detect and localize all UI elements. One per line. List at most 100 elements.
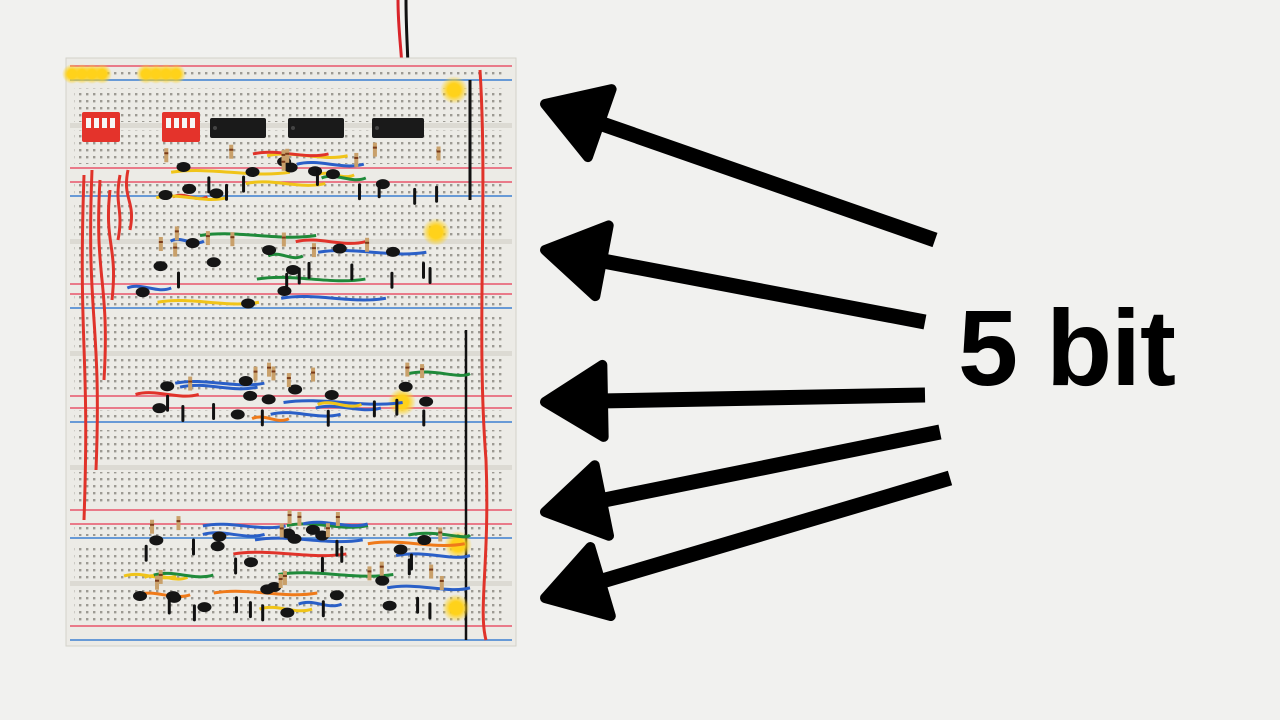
- jumper-wire: [317, 401, 363, 408]
- resistor: [297, 511, 302, 526]
- resistor: [158, 569, 163, 584]
- resistor: [176, 516, 181, 531]
- resistor-band: [311, 247, 316, 250]
- ic-chip: [210, 118, 266, 138]
- transistor: [158, 190, 173, 201]
- resistor-band: [405, 366, 410, 369]
- resistor-band: [311, 371, 316, 374]
- resistor-band: [379, 565, 384, 568]
- resistor-band: [278, 578, 283, 581]
- transistor: [149, 535, 164, 546]
- switch-lever: [86, 118, 91, 128]
- switch-lever: [190, 118, 195, 128]
- resistor-band: [286, 377, 291, 380]
- jumper-wire: [251, 415, 290, 422]
- transistor: [305, 524, 320, 535]
- resistor: [429, 564, 434, 579]
- transistor: [185, 238, 200, 249]
- terminal-holes: [74, 430, 504, 464]
- resistor: [164, 148, 169, 163]
- wire-red: [80, 174, 88, 521]
- led: [97, 69, 107, 79]
- resistor-band: [438, 531, 443, 534]
- arrow-head: [540, 460, 614, 541]
- switch-lever: [166, 118, 171, 128]
- rail-holes: [74, 410, 504, 420]
- terminal-holes: [74, 472, 504, 506]
- components: [62, 64, 489, 641]
- transistor: [280, 607, 295, 618]
- jumper-wire: [233, 550, 347, 558]
- resistor: [173, 242, 178, 257]
- arrow-head: [540, 542, 616, 622]
- led: [450, 602, 462, 614]
- wire-red: [478, 69, 489, 641]
- resistor: [286, 373, 291, 388]
- arrow-shaft: [588, 424, 942, 511]
- arrow-shaft: [586, 112, 938, 248]
- resistor: [188, 376, 193, 391]
- chip-notch: [291, 126, 295, 130]
- resistor-band: [281, 160, 286, 163]
- jumper-wire: [295, 238, 366, 245]
- resistor: [267, 362, 272, 377]
- arrow-shaft: [589, 251, 927, 330]
- terminal-holes: [74, 246, 504, 280]
- resistor-band: [325, 527, 330, 530]
- resistor: [372, 142, 377, 157]
- resistor-band: [436, 150, 441, 153]
- transistor: [262, 245, 277, 256]
- ic-chip: [288, 118, 344, 138]
- jumper-wire: [302, 520, 369, 528]
- transistor: [419, 396, 434, 407]
- resistor: [279, 523, 284, 538]
- arrow-head: [540, 359, 609, 442]
- resistor-band: [372, 146, 377, 149]
- transistor: [308, 166, 323, 177]
- transistor: [375, 575, 390, 586]
- resistor-band: [297, 515, 302, 518]
- resistor-band: [176, 520, 181, 523]
- terminal-holes: [74, 88, 504, 122]
- resistor: [253, 366, 258, 381]
- center-channel: [70, 581, 512, 586]
- jumper-wire: [317, 249, 427, 256]
- arrows: [540, 84, 953, 622]
- resistor: [287, 510, 292, 525]
- resistor: [271, 366, 276, 381]
- resistor-band: [205, 235, 210, 238]
- jumper-wire: [267, 252, 304, 260]
- transistor: [287, 533, 302, 544]
- transistor: [212, 531, 227, 542]
- jumper-wire: [202, 531, 265, 538]
- wire-red: [125, 169, 133, 231]
- transistor: [241, 298, 256, 309]
- resistor-band: [429, 568, 434, 571]
- led: [171, 69, 181, 79]
- resistor: [158, 237, 163, 252]
- resistor-band: [229, 148, 234, 151]
- resistor: [155, 575, 160, 590]
- transistor: [325, 169, 340, 180]
- jumper-wire: [386, 584, 471, 592]
- jumper-wire: [367, 540, 465, 547]
- jumper-wire: [408, 531, 472, 539]
- resistor-band: [439, 579, 444, 582]
- switch-lever: [174, 118, 179, 128]
- transistor: [230, 409, 245, 420]
- resistor: [439, 575, 444, 590]
- resistor: [354, 152, 359, 167]
- resistor-band: [287, 514, 292, 517]
- jumper-wire: [298, 600, 343, 608]
- resistor: [230, 232, 235, 247]
- wire-red: [89, 169, 99, 471]
- jumper-wire: [407, 370, 471, 377]
- center-channel: [70, 239, 512, 244]
- transistor: [382, 600, 397, 611]
- resistor: [335, 511, 340, 526]
- resistor: [281, 156, 286, 171]
- resistor-band: [158, 573, 163, 576]
- resistor-band: [285, 152, 290, 155]
- transistor: [238, 376, 253, 387]
- jumper-wire: [143, 574, 189, 581]
